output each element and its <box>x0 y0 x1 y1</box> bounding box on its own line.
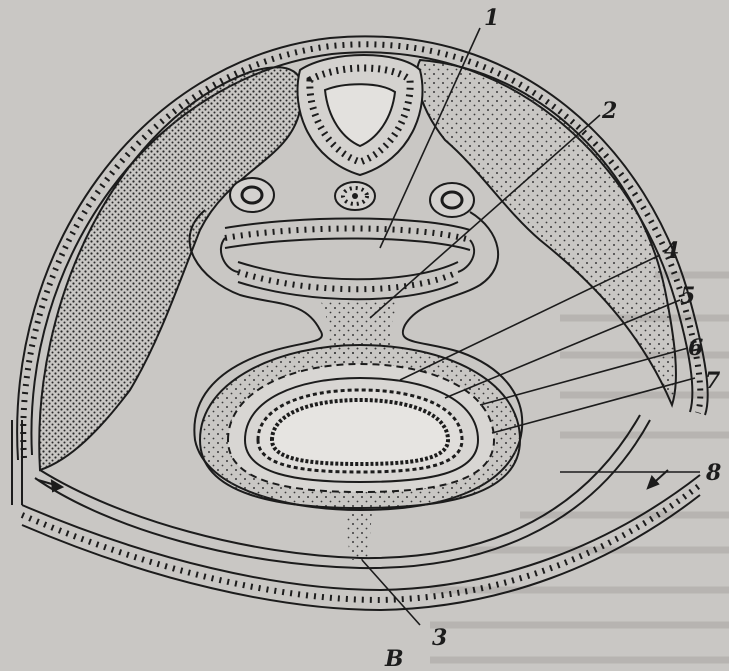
label-3: 3 <box>432 625 447 651</box>
notochord <box>335 182 375 210</box>
label-1: 1 <box>484 5 499 31</box>
dorsal-aorta-left <box>230 178 274 212</box>
label-5: 5 <box>680 283 695 309</box>
label-2: 2 <box>601 98 617 124</box>
label-6: 6 <box>688 335 703 361</box>
label-8: 8 <box>705 460 721 486</box>
label-4: 4 <box>664 238 679 264</box>
dorsal-aorta-right <box>430 183 474 217</box>
figure-caption: B <box>384 646 404 671</box>
label-7: 7 <box>705 368 721 394</box>
